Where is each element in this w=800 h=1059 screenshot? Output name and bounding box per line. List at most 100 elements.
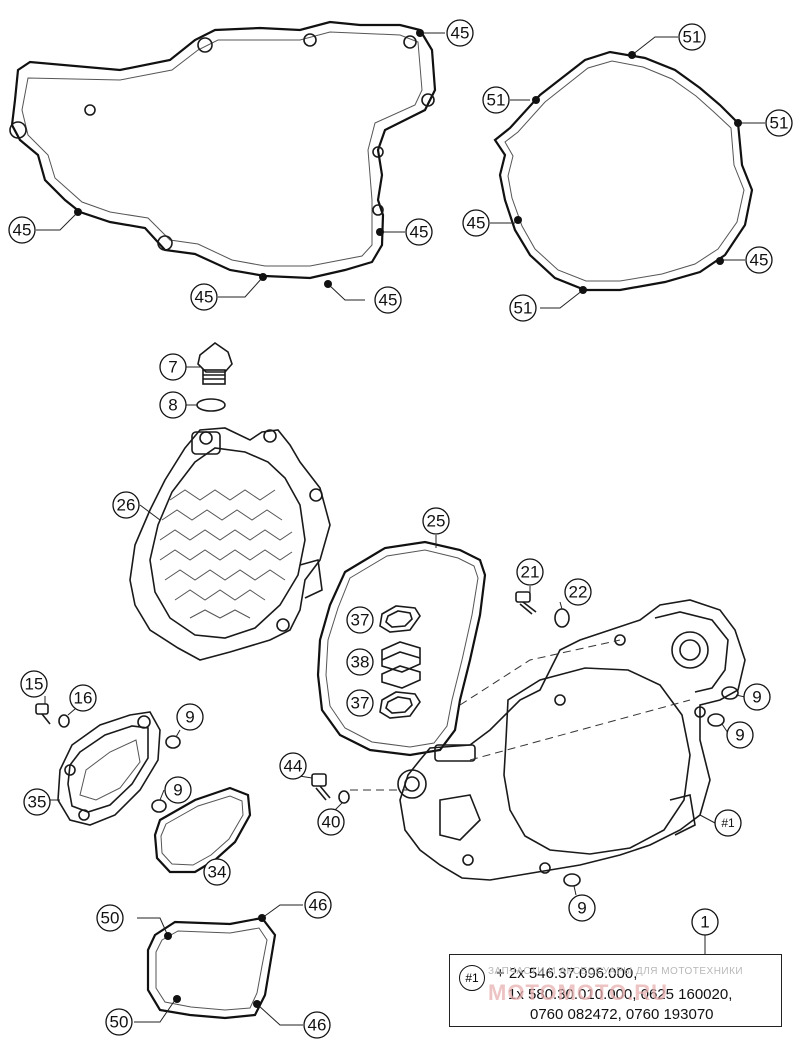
leader-dots xyxy=(74,29,742,1008)
svg-text:37: 37 xyxy=(351,611,370,630)
svg-text:8: 8 xyxy=(168,396,177,415)
note-line-1: + 2x 546.37.096.000, xyxy=(496,965,638,982)
svg-text:15: 15 xyxy=(25,675,44,694)
svg-text:45: 45 xyxy=(410,223,429,242)
svg-text:22: 22 xyxy=(569,583,588,602)
callout-37: 37 xyxy=(346,606,374,634)
screw-plug xyxy=(197,342,233,385)
svg-text:51: 51 xyxy=(770,114,789,133)
svg-text:45: 45 xyxy=(195,288,214,307)
water-pump-cover xyxy=(57,711,161,826)
svg-text:38: 38 xyxy=(351,653,370,672)
callout-44: 44 xyxy=(279,752,307,780)
svg-text:1: 1 xyxy=(700,913,709,932)
svg-text:44: 44 xyxy=(284,757,303,776)
spacer-38 xyxy=(381,641,421,689)
callout-26: 26 xyxy=(112,491,140,519)
callout-51: 51 xyxy=(509,294,537,322)
screw-21 xyxy=(515,591,537,615)
svg-text:45: 45 xyxy=(379,291,398,310)
callout-9: 9 xyxy=(176,703,204,731)
svg-text:34: 34 xyxy=(208,863,227,882)
callout-51: 51 xyxy=(482,86,510,114)
screw-44 xyxy=(311,773,331,801)
washer-16 xyxy=(58,714,70,728)
watermark-tagline: ЗАПЧАСТИ И АКСЕССУАРЫ ДЛЯ МОТОТЕХНИКИ xyxy=(488,966,744,977)
screw-15 xyxy=(35,703,51,725)
inner-cover-gasket xyxy=(316,540,487,757)
leader-lines xyxy=(36,32,765,1026)
svg-text:51: 51 xyxy=(683,28,702,47)
water-pump-gasket xyxy=(153,786,252,874)
callout-21: 21 xyxy=(516,558,544,586)
callout-45: 45 xyxy=(374,286,402,314)
callout-25: 25 xyxy=(422,507,450,535)
svg-text:26: 26 xyxy=(117,496,136,515)
callout-9: 9 xyxy=(164,776,192,804)
svg-text:46: 46 xyxy=(309,896,328,915)
callout-9: 9 xyxy=(726,721,754,749)
shim-37-lower xyxy=(379,691,421,719)
callout-22: 22 xyxy=(564,578,592,606)
callout-8: 8 xyxy=(159,391,187,419)
outer-clutch-cover xyxy=(129,427,331,661)
callout-50: 50 xyxy=(96,904,124,932)
callout-51: 51 xyxy=(678,23,706,51)
svg-text:16: 16 xyxy=(74,689,93,708)
svg-text:9: 9 xyxy=(752,688,761,707)
callout-45: 45 xyxy=(8,216,36,244)
callout-7: 7 xyxy=(159,353,187,381)
note-line-2: 1x 580.30.010.000, 0625 160020, xyxy=(508,986,733,1003)
svg-text:9: 9 xyxy=(173,781,182,800)
svg-text:40: 40 xyxy=(322,813,341,832)
svg-text:50: 50 xyxy=(101,909,120,928)
washer-22 xyxy=(554,608,570,628)
svg-text:9: 9 xyxy=(577,899,586,918)
callout-15: 15 xyxy=(20,670,48,698)
callout-51: 51 xyxy=(765,109,793,137)
callout-9: 9 xyxy=(743,683,771,711)
svg-text:25: 25 xyxy=(427,512,446,531)
callout-9: 9 xyxy=(568,894,596,922)
callout-1: 1 xyxy=(691,908,719,936)
callout-46: 46 xyxy=(304,891,332,919)
svg-text:21: 21 xyxy=(521,563,540,582)
shim-37-upper xyxy=(379,605,421,633)
svg-text:45: 45 xyxy=(13,221,32,240)
svg-text:45: 45 xyxy=(451,24,470,43)
callout-16: 16 xyxy=(69,684,97,712)
note-line-3: 0760 082472, 0760 193070 xyxy=(530,1006,714,1023)
assembly-line xyxy=(459,639,621,706)
kit-note-box: #1 + 2x 546.37.096.000, 1x 580.30.010.00… xyxy=(449,954,782,1027)
svg-text:51: 51 xyxy=(487,91,506,110)
clutch-cover-gasket xyxy=(9,20,437,280)
callout-46: 46 xyxy=(303,1011,331,1039)
callout-45: 45 xyxy=(405,218,433,246)
callout-45: 45 xyxy=(745,246,773,274)
svg-text:7: 7 xyxy=(168,358,177,377)
callout-38: 38 xyxy=(346,648,374,676)
callout-50: 50 xyxy=(105,1008,133,1036)
dowel-sleeve xyxy=(563,686,739,887)
callout-40: 40 xyxy=(317,808,345,836)
svg-text:45: 45 xyxy=(750,251,769,270)
callout-35: 35 xyxy=(23,788,51,816)
dowel-sleeve xyxy=(165,735,181,749)
callout-45: 45 xyxy=(446,19,474,47)
svg-text:37: 37 xyxy=(351,694,370,713)
callout-ref-1: #1 xyxy=(714,809,742,837)
callout-37: 37 xyxy=(346,689,374,717)
o-ring xyxy=(196,398,226,412)
svg-text:51: 51 xyxy=(514,299,533,318)
callout-45: 45 xyxy=(190,283,218,311)
svg-text:45: 45 xyxy=(467,214,486,233)
svg-text:35: 35 xyxy=(28,793,47,812)
svg-text:50: 50 xyxy=(110,1013,129,1032)
svg-text:9: 9 xyxy=(185,708,194,727)
watermark-logo: MOTOMOTO.RU xyxy=(488,980,669,1005)
clutch-cover xyxy=(397,599,746,881)
note-ref-badge: #1 xyxy=(459,965,485,991)
svg-text:#1: #1 xyxy=(721,816,735,830)
dowel-sleeve xyxy=(151,799,167,813)
